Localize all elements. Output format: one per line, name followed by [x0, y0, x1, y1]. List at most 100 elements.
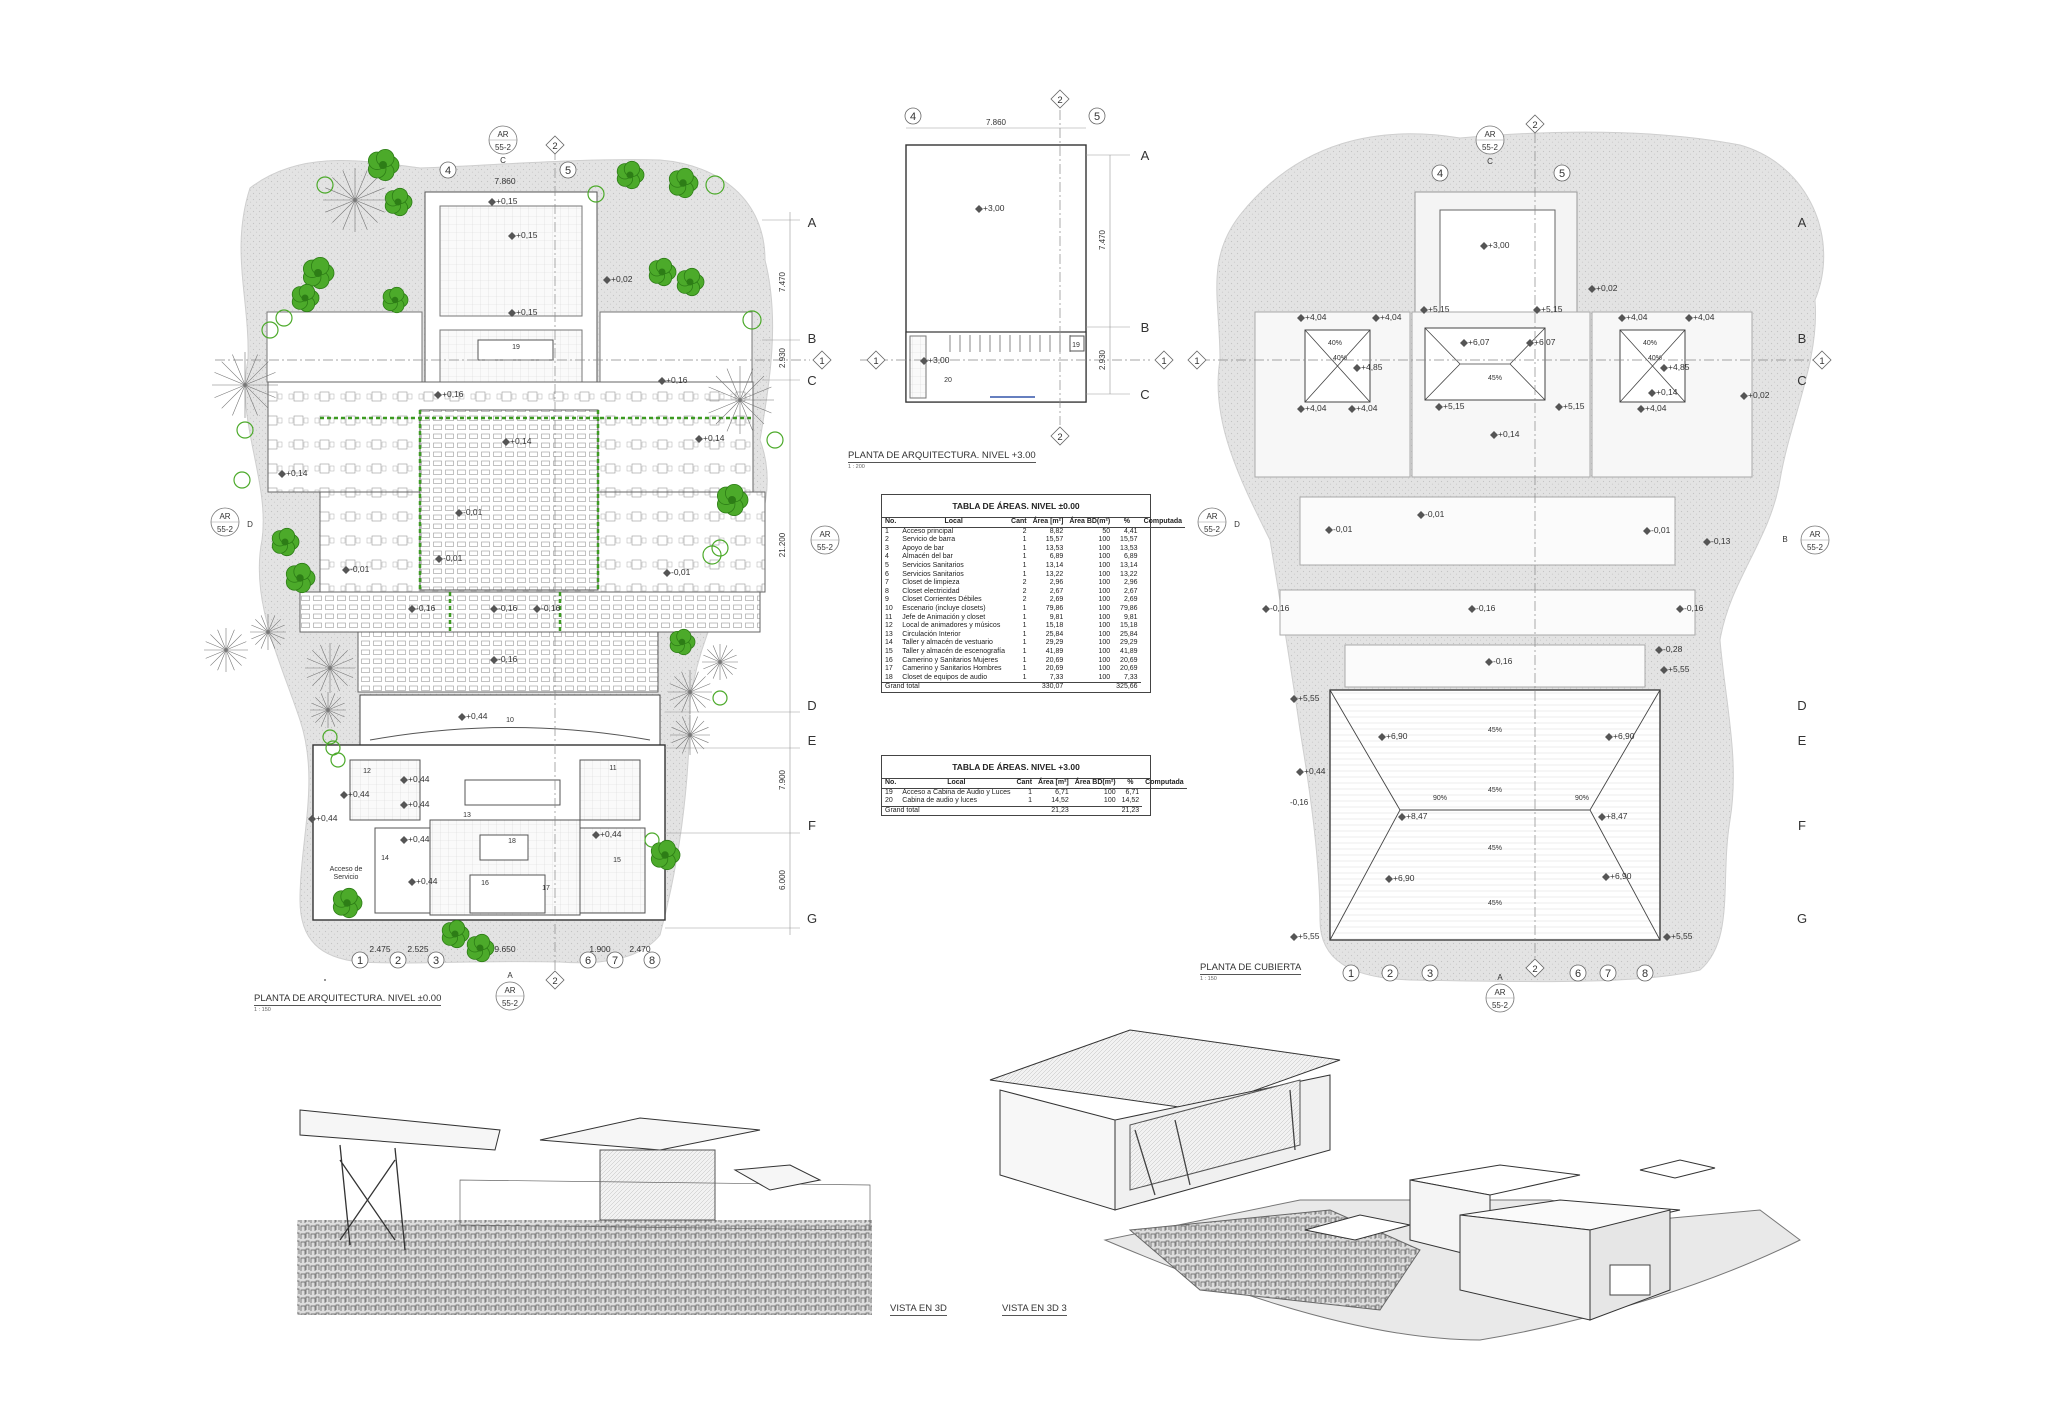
level-value: +6,90 — [1613, 731, 1635, 741]
tree-icon — [271, 527, 300, 557]
tree-trunk — [301, 294, 309, 302]
cell-computed: 2,67 — [1123, 587, 1138, 595]
area-table-upper: TABLA DE ÁREAS. NIVEL +3.00 No. Local Ca… — [881, 755, 1187, 817]
level-marker-icon — [975, 205, 983, 213]
level-marker-icon — [408, 605, 416, 613]
tree-icon — [384, 187, 413, 217]
cell-pct: 100 — [1098, 587, 1111, 595]
cell-local: Escenario (incluye closets) — [902, 604, 986, 612]
upper-plan-scale: 1 : 200 — [848, 464, 865, 470]
grid-row-label: B — [1798, 331, 1807, 346]
level-marker-icon — [1385, 875, 1393, 883]
level-marker-icon — [1460, 339, 1468, 347]
cell-local: Apoyo de bar — [902, 544, 944, 552]
dimension-text: 2.930 — [1098, 349, 1107, 370]
level-value: +6,07 — [1534, 337, 1556, 347]
level-marker-icon — [488, 198, 496, 206]
cell-no: 16 — [885, 656, 893, 664]
room-number: 14 — [381, 855, 389, 862]
level-marker-icon — [603, 276, 611, 284]
room-number: 19 — [1072, 342, 1080, 349]
col-computed: Computada — [1140, 518, 1186, 528]
level-marker-icon — [1297, 314, 1305, 322]
level-value: +8,47 — [1606, 811, 1628, 821]
3d-view-1 — [297, 1100, 872, 1315]
cell-pct: 100 — [1103, 788, 1116, 796]
cell-local: Servicios Sanitarios — [902, 570, 964, 578]
cell-area: 20,69 — [1045, 665, 1064, 673]
level-value: -0,01 — [1333, 524, 1353, 534]
level-value: -0,01 — [350, 564, 370, 574]
cell-no: 5 — [885, 561, 889, 569]
cell-no: 3 — [885, 544, 889, 552]
grid-diamond — [545, 970, 565, 990]
level-marker-icon — [1417, 511, 1425, 519]
cell-pct: 100 — [1098, 604, 1111, 612]
grid-label: 4 — [445, 165, 451, 177]
cell-total-computed: 325,66 — [1113, 682, 1141, 692]
level-value: +3,00 — [928, 355, 950, 365]
cell-cant: 1 — [1022, 656, 1027, 664]
grid-label: 2 — [1057, 95, 1062, 106]
section-tag-number: 55-2 — [502, 999, 519, 1008]
palm-frond — [670, 715, 710, 755]
area-table-ground: TABLA DE ÁREAS. NIVEL ±0.00 No. Local Ca… — [881, 494, 1186, 693]
level-value: +5,55 — [1298, 693, 1320, 703]
tree-trunk — [379, 161, 387, 169]
level-value: +0,14 — [286, 468, 308, 478]
level-value: -0,16 — [416, 603, 436, 613]
level-marker-icon — [920, 357, 928, 365]
grid-label: 3 — [433, 955, 439, 967]
palm-icon — [310, 692, 346, 728]
cell-local: Almacén del bar — [902, 553, 953, 561]
area-table-ground-title: TABLA DE ÁREAS. NIVEL ±0.00 — [882, 495, 1150, 518]
level-marker-icon — [400, 801, 408, 809]
section-tag-label: AR — [1484, 130, 1495, 139]
cell-area: 6,89 — [1049, 553, 1064, 561]
grid-diamond — [1525, 114, 1545, 134]
level-value: +0,44 — [416, 876, 438, 886]
dimension-text: 2.525 — [407, 944, 429, 954]
palm-frond — [706, 366, 774, 434]
grid-row-label: D — [247, 520, 253, 529]
section-tag-number: 55-2 — [1204, 525, 1221, 534]
cell-cant: 1 — [1022, 630, 1027, 638]
room-number: 18 — [508, 838, 516, 845]
grid-row-label: G — [807, 911, 817, 926]
col-pct: % — [1113, 518, 1141, 528]
roof-slope: 45% — [1488, 375, 1502, 382]
shrub-icon — [236, 421, 254, 439]
grid-row-label: C — [500, 156, 506, 165]
level-value: +4,04 — [1626, 312, 1648, 322]
tree-trunk — [343, 899, 351, 907]
level-value: +5,15 — [1428, 304, 1450, 314]
level-marker-icon — [1348, 405, 1356, 413]
level-marker-icon — [1660, 364, 1668, 372]
level-marker-icon — [1605, 733, 1613, 741]
level-marker-icon — [1480, 242, 1488, 250]
3d-view-2 — [989, 1029, 1801, 1341]
cell-cant: 1 — [1028, 788, 1033, 796]
level-value: +0,14 — [703, 433, 725, 443]
roof-slope: 45% — [1488, 845, 1502, 852]
level-marker-icon — [1533, 306, 1541, 314]
level-value: -0,01 — [1425, 509, 1445, 519]
grid-bubble — [351, 951, 369, 969]
grid-row-label: C — [1140, 387, 1149, 402]
cell-pct: 100 — [1098, 553, 1111, 561]
shrub-icon — [233, 471, 251, 489]
shrub-icon — [766, 431, 784, 449]
col-area: Área [m²] — [1035, 779, 1072, 789]
level-marker-icon — [508, 232, 516, 240]
cell-local: Closet electricidad — [902, 587, 960, 595]
level-marker-icon — [1588, 285, 1596, 293]
tree-icon — [441, 919, 470, 949]
cell-local: Circulación Interior — [902, 630, 961, 638]
room-number: 11 — [609, 765, 616, 772]
